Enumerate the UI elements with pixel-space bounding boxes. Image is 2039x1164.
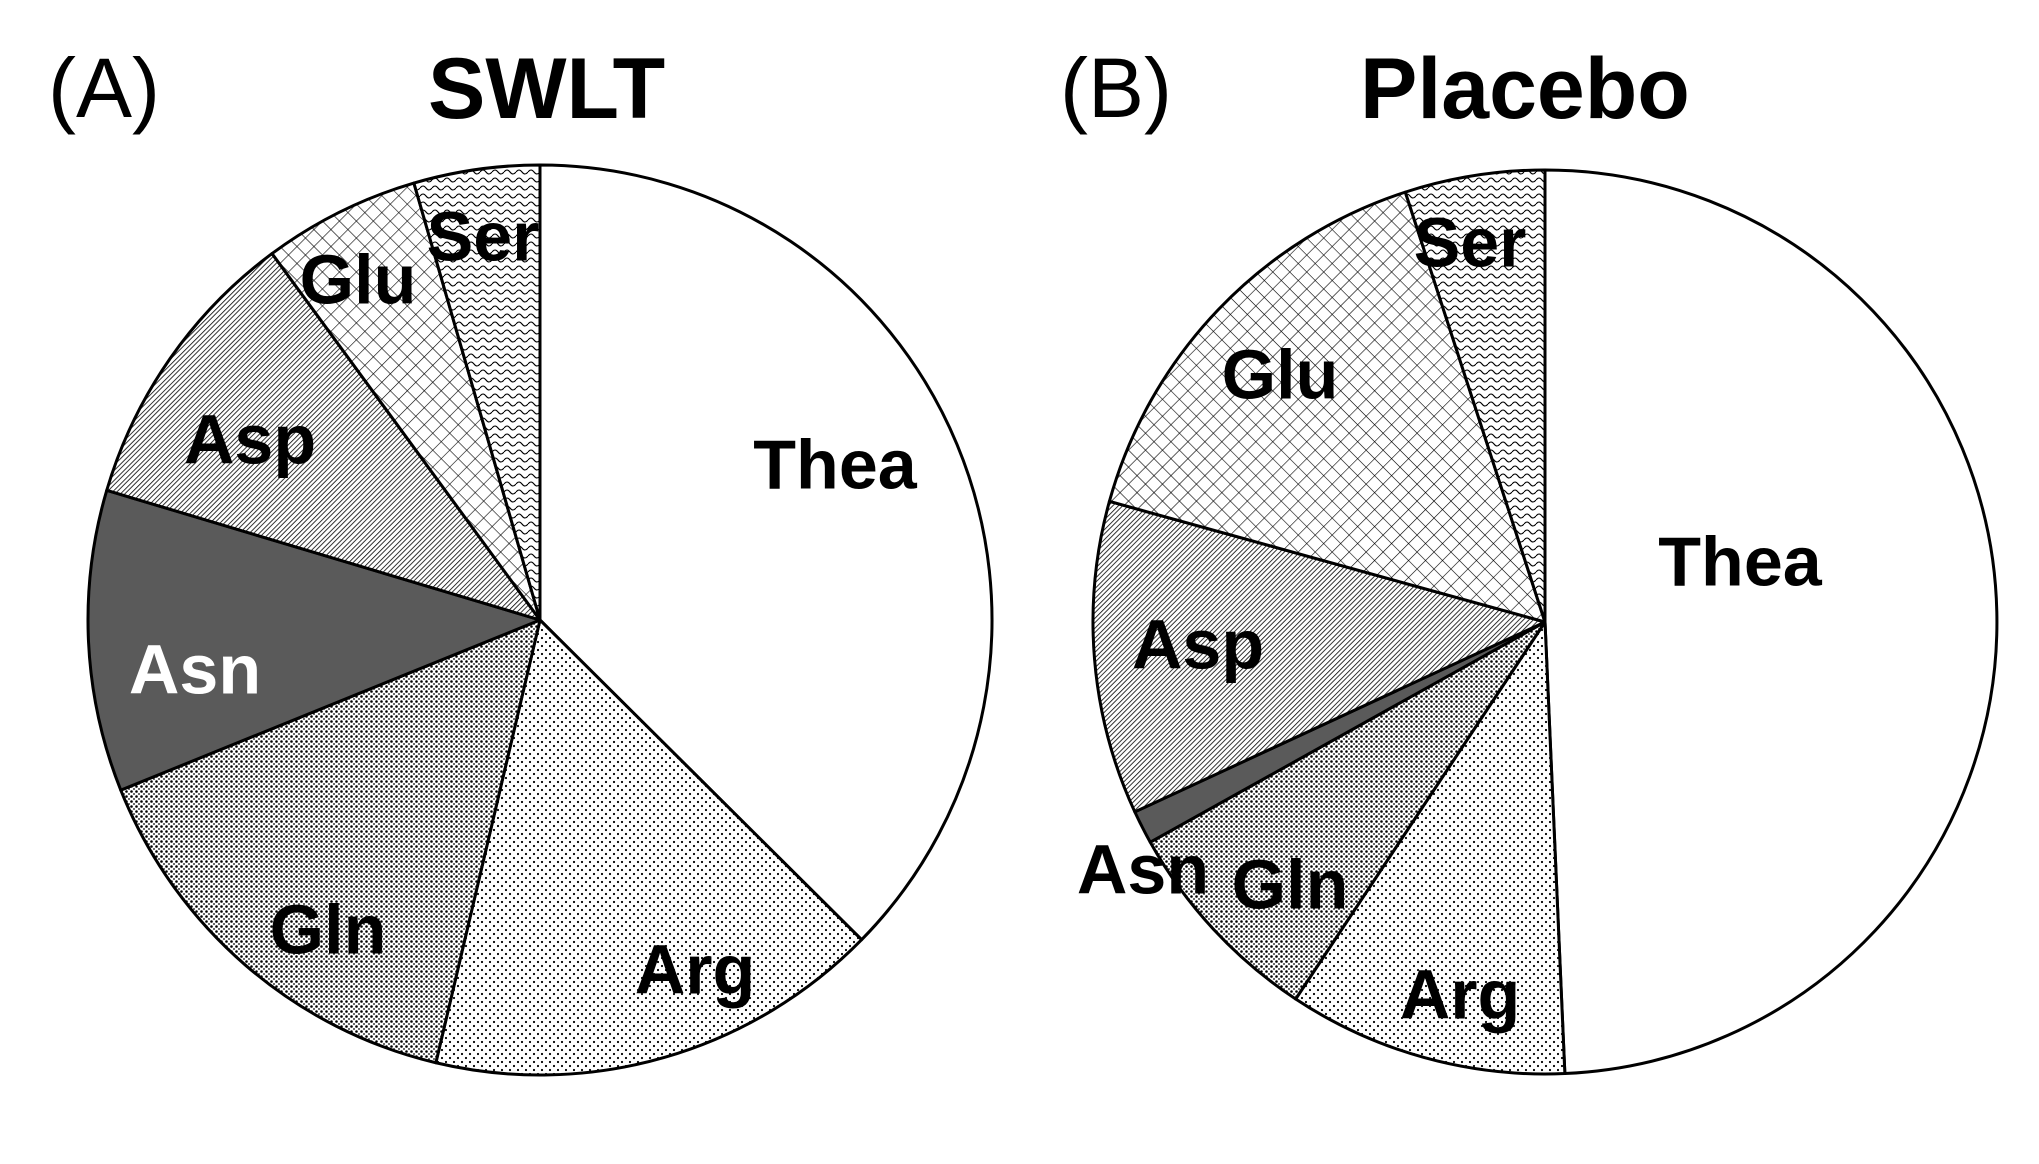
slice-glu <box>1107 190 1547 624</box>
slice-label-asp: Asp <box>1132 605 1264 683</box>
slice-label-thea: Thea <box>753 425 917 503</box>
slice-label-asp: Asp <box>184 400 316 478</box>
slice-label-gln: Gln <box>270 890 387 968</box>
slice-label-arg: Arg <box>635 930 756 1008</box>
slice-label-ser: Ser <box>427 197 540 275</box>
slice-label-asn: Asn <box>129 630 261 708</box>
slice-label-thea: Thea <box>1658 522 1822 600</box>
chart-title-b: Placebo <box>1360 41 1690 137</box>
slice-label-asn: Asn <box>1077 830 1209 908</box>
slice-label-gln: Gln <box>1232 845 1349 923</box>
slice-arg <box>434 618 864 1077</box>
slice-gln <box>1148 620 1547 1001</box>
slice-glu <box>270 181 542 622</box>
panel-label-b: (B) <box>1060 41 1172 135</box>
slice-asp <box>1091 499 1547 814</box>
slice-asn <box>86 488 542 792</box>
slice-ser <box>1403 168 1547 624</box>
slice-thea <box>538 163 994 942</box>
slice-label-arg: Arg <box>1400 955 1521 1033</box>
panel-label-a: (A) <box>48 41 160 135</box>
slice-asp <box>105 252 542 622</box>
slice-label-glu: Glu <box>300 240 417 318</box>
slice-label-ser: Ser <box>1414 203 1527 281</box>
slice-arg <box>1294 620 1567 1076</box>
slice-gln <box>119 618 542 1065</box>
chart-title-a: SWLT <box>428 41 666 137</box>
slice-label-glu: Glu <box>1222 335 1339 413</box>
slice-thea <box>1543 168 1999 1076</box>
slice-ser <box>412 163 542 622</box>
